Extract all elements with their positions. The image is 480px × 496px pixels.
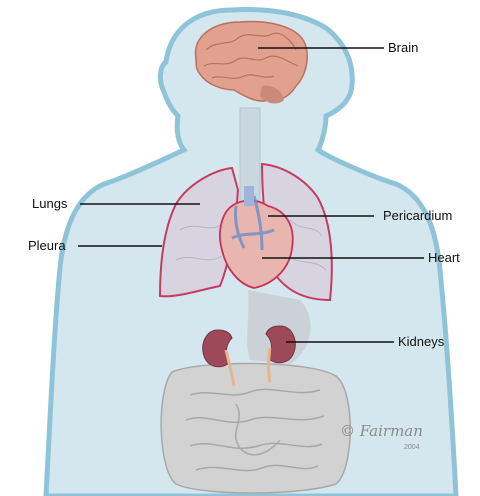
artist-signature: © Fairman: [340, 422, 423, 440]
signature-year: 2004: [404, 444, 420, 451]
pleura-label: Pleura: [28, 238, 66, 254]
pericardium-label: Pericardium: [383, 208, 452, 224]
brain-label: Brain: [388, 40, 418, 56]
heart-label: Heart: [428, 250, 460, 266]
intestines: [161, 363, 350, 493]
signature-name: Fairman: [360, 422, 423, 440]
lungs-label: Lungs: [32, 196, 67, 212]
kidneys-label: Kidneys: [398, 334, 444, 350]
